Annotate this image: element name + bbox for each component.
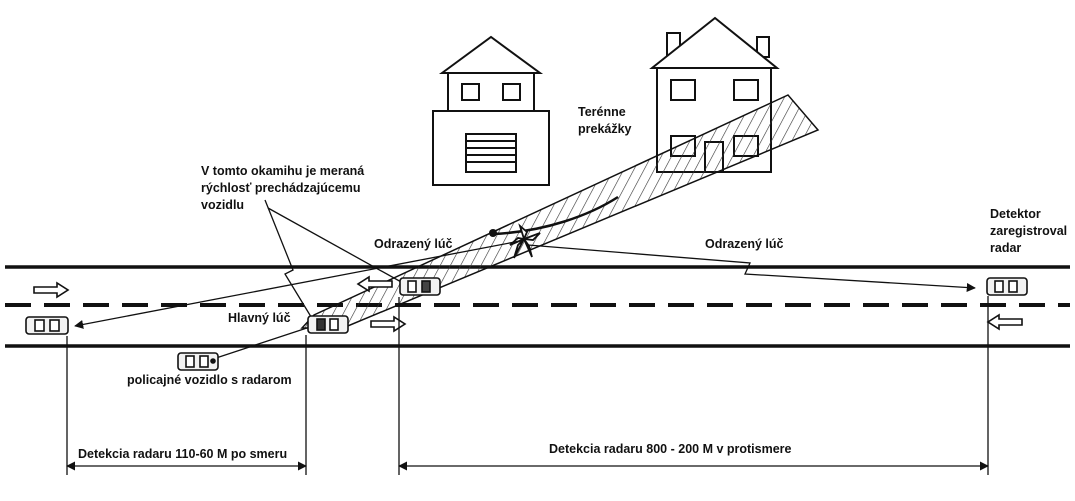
dimension-lines: [66, 296, 989, 475]
detector-note-line-2: zaregistroval: [990, 224, 1068, 238]
main-beam-label: Hlavný lúč: [228, 311, 291, 325]
measurement-note-line-2: rýchlosť prechádzajúcemu: [201, 181, 361, 195]
measurement-note: V tomto okamihu je meraná rýchlosť prech…: [201, 163, 364, 214]
road: [5, 265, 1070, 348]
radar-beam: [300, 94, 820, 329]
terrain-obstacles-line-2: prekážky: [578, 122, 632, 136]
detector-note-line-1: Detektor: [990, 207, 1041, 221]
detection-same-direction-label: Detekcia radaru 110-60 M po smeru: [78, 447, 288, 461]
car-oncoming-icon: [399, 277, 441, 296]
reflected-beam-left-label: Odrazený lúč: [374, 237, 453, 251]
measurement-note-line-1: V tomto okamihu je meraná: [201, 164, 365, 178]
detector-note-line-3: radar: [990, 241, 1022, 255]
house-left-icon: [432, 35, 550, 186]
detection-opposite-direction-label: Detekcia radaru 800 - 200 M v protismere: [549, 442, 792, 456]
car-measured-icon: [307, 315, 349, 334]
reflection-curve: [491, 195, 619, 236]
terrain-obstacles-line-1: Terénne: [578, 105, 626, 119]
police-vehicle-label: policajné vozidlo s radarom: [127, 373, 292, 387]
reflection-star-icon: [509, 223, 541, 259]
reflected-beam-right-label: Odrazený lúč: [705, 237, 784, 251]
reflected-beams: [74, 240, 976, 329]
car-left-icon: [25, 316, 69, 335]
direction-arrow-icons: [33, 275, 1023, 333]
police-car-icon: [177, 352, 219, 371]
detector-note: Detektor zaregistroval radar: [990, 206, 1067, 257]
callout-lines: [209, 199, 404, 361]
measurement-note-line-3: vozidlu: [201, 198, 245, 212]
terrain-obstacles-label: Terénne prekážky: [578, 104, 632, 138]
car-detector-icon: [986, 277, 1028, 296]
